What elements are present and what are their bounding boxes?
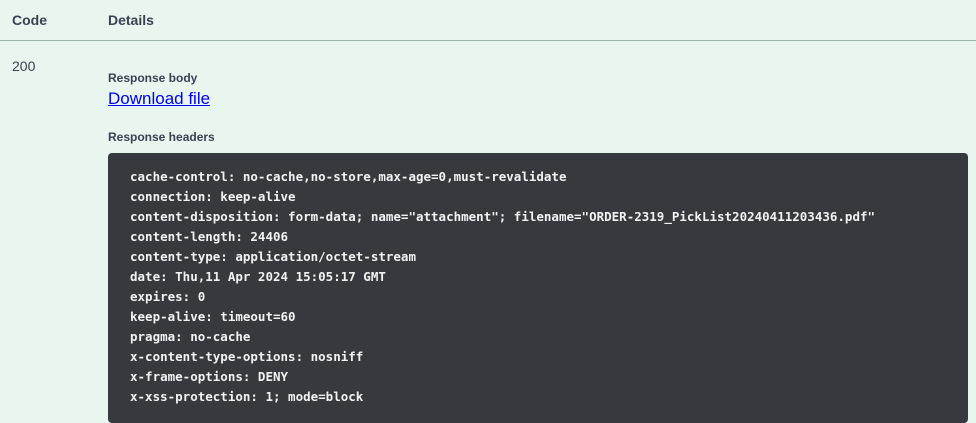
header-line: x-frame-options: DENY <box>130 367 948 387</box>
header-line: x-xss-protection: 1; mode=block <box>130 387 948 407</box>
download-file-link[interactable]: Download file <box>108 89 210 109</box>
details-cell: Response body Download file Response hea… <box>104 41 976 423</box>
response-body-label: Response body <box>108 41 976 85</box>
response-headers-label: Response headers <box>108 109 976 144</box>
header-line: content-length: 24406 <box>130 227 948 247</box>
table-body: 200 Response body Download file Response… <box>0 41 976 423</box>
table-header: Code Details <box>0 0 976 41</box>
response-headers-block: cache-control: no-cache,no-store,max-age… <box>108 153 968 423</box>
table-row: 200 Response body Download file Response… <box>0 41 976 423</box>
header-line: pragma: no-cache <box>130 327 948 347</box>
header-line: cache-control: no-cache,no-store,max-age… <box>130 167 948 187</box>
header-line: date: Thu,11 Apr 2024 15:05:17 GMT <box>130 267 948 287</box>
header-line: keep-alive: timeout=60 <box>130 307 948 327</box>
column-header-details: Details <box>104 0 976 41</box>
header-line: x-content-type-options: nosniff <box>130 347 948 367</box>
header-line: content-disposition: form-data; name="at… <box>130 207 948 227</box>
header-line: content-type: application/octet-stream <box>130 247 948 267</box>
status-code-cell: 200 <box>0 41 104 423</box>
header-line: expires: 0 <box>130 287 948 307</box>
table-header-row: Code Details <box>0 0 976 41</box>
status-code: 200 <box>0 41 104 74</box>
column-header-code: Code <box>0 0 104 41</box>
header-line: connection: keep-alive <box>130 187 948 207</box>
